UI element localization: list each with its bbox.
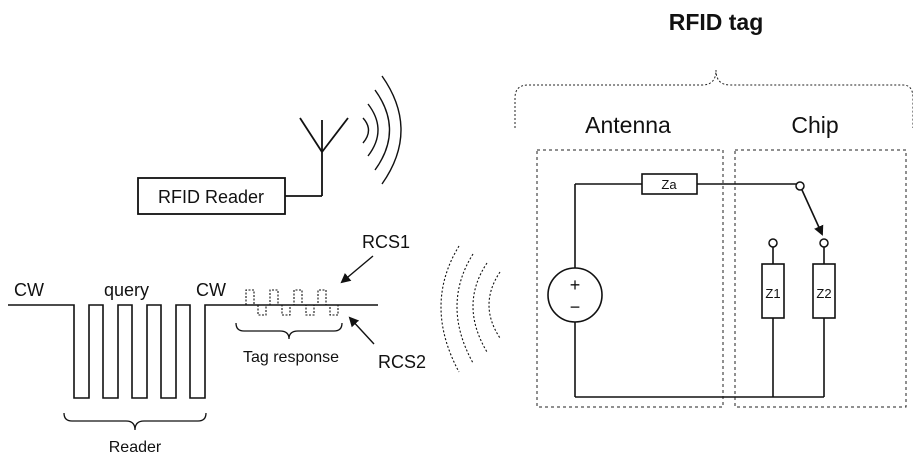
voltage-minus: − <box>570 297 581 317</box>
z1-terminal <box>768 238 778 248</box>
z2-impedance <box>812 263 836 319</box>
antenna-label: Antenna <box>585 112 671 138</box>
tag-brace <box>514 69 913 128</box>
voltage-plus: + <box>570 275 581 295</box>
tag-response-label: Tag response <box>243 349 339 366</box>
chip-box <box>734 149 907 408</box>
za-label: Za <box>661 177 677 192</box>
reader-brace <box>63 412 207 431</box>
query-label: query <box>104 280 149 300</box>
za-impedance <box>641 173 698 195</box>
z1-label: Z1 <box>765 286 780 301</box>
z2-label: Z2 <box>816 286 831 301</box>
antenna-box <box>536 149 724 408</box>
rcs2-arrow <box>348 316 375 345</box>
rcs1-label: RCS1 <box>362 232 410 252</box>
switch-pivot-terminal <box>795 181 805 191</box>
rfid-tag-title: RFID tag <box>669 9 764 35</box>
tag-response-brace <box>235 322 343 340</box>
reader-label: Reader <box>109 439 162 456</box>
rfid-reader-label: RFID Reader <box>158 187 264 207</box>
z1-impedance <box>761 263 785 319</box>
rfid-reader-box <box>137 177 286 215</box>
z2-terminal <box>819 238 829 248</box>
chip-label: Chip <box>791 112 838 138</box>
reader-antenna-left-arm <box>299 117 323 153</box>
cw-left-label: CW <box>14 280 44 300</box>
rcs1-arrow <box>340 255 374 284</box>
rcs2-label: RCS2 <box>378 352 426 372</box>
reader-query-waveform <box>8 304 378 399</box>
switch-arm <box>801 189 824 236</box>
cw-right-label: CW <box>196 280 226 300</box>
reader-antenna-right-arm <box>321 117 349 153</box>
tag-backscatter-waves <box>440 245 501 373</box>
voltage-source <box>547 267 603 323</box>
tag-circuit <box>574 183 825 398</box>
tag-response-waveform <box>245 289 339 316</box>
reader-emitted-waves <box>362 75 402 185</box>
